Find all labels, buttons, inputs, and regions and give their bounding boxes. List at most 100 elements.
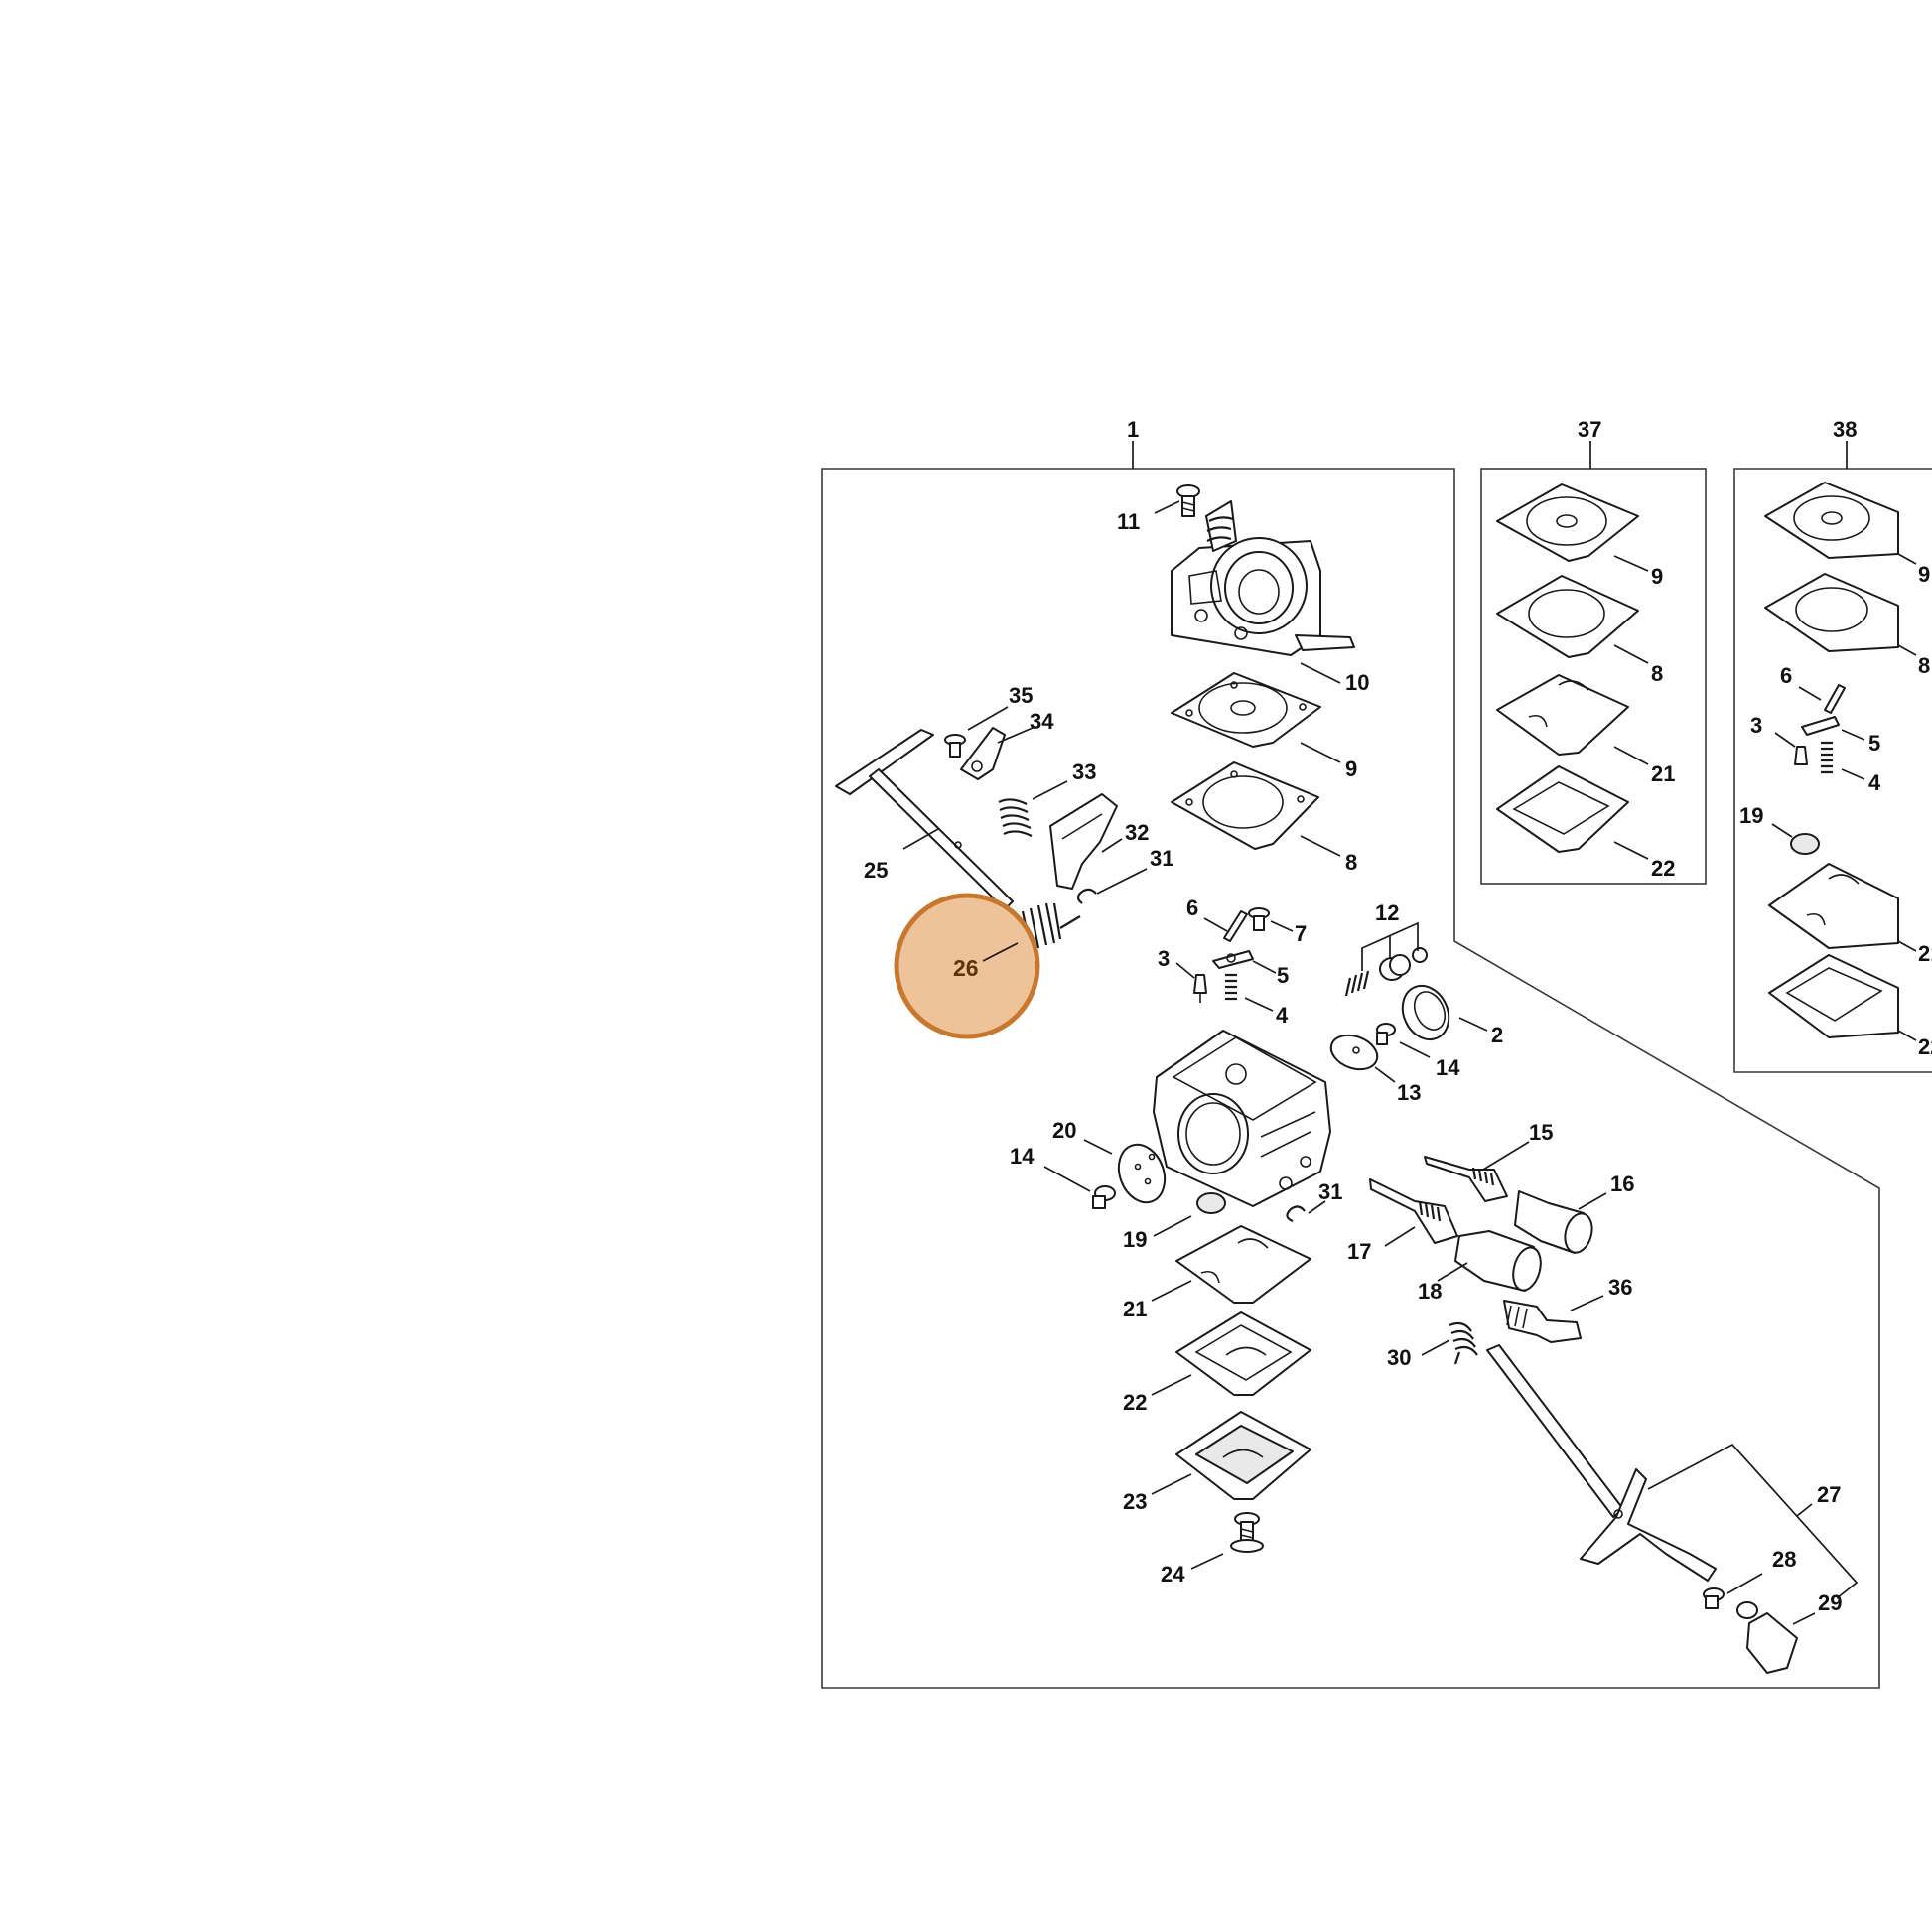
spring-part-33[interactable]	[998, 798, 1033, 837]
kit38-needle-3[interactable]	[1794, 746, 1808, 765]
callout-14[interactable]: 14	[1436, 1055, 1460, 1080]
screw-part-11[interactable]	[1176, 484, 1200, 517]
group-label-37[interactable]: 37	[1578, 417, 1601, 442]
callout-14-lower[interactable]: 14	[1010, 1144, 1035, 1169]
kit38-gasket-22[interactable]	[1768, 954, 1899, 1038]
k37-callout-9[interactable]: 9	[1651, 564, 1663, 589]
carburetor-body[interactable]	[1153, 1030, 1331, 1207]
callout-33[interactable]: 33	[1072, 759, 1096, 784]
limiter-cap-part-18[interactable]	[1454, 1230, 1545, 1294]
limiter-cap-part-16[interactable]	[1514, 1190, 1596, 1256]
jet-set-part-12[interactable]	[1344, 947, 1428, 997]
callout-2[interactable]: 2	[1491, 1023, 1503, 1047]
kit38-diaphragm-21[interactable]	[1768, 863, 1899, 949]
callout-31-lower[interactable]: 31	[1318, 1179, 1342, 1204]
throttle-shaft-part-27[interactable]	[1486, 1344, 1717, 1582]
highlight-marker[interactable]	[894, 893, 1040, 1039]
callout-7[interactable]: 7	[1295, 921, 1307, 946]
throttle-lever-part-32[interactable]	[1049, 793, 1118, 890]
needle-part-3[interactable]	[1193, 974, 1207, 1003]
screw-part-7[interactable]	[1248, 907, 1270, 931]
lever-part-5[interactable]	[1212, 950, 1254, 969]
callout-20[interactable]: 20	[1052, 1118, 1076, 1143]
screw-part-14-lower[interactable]	[1092, 1185, 1116, 1209]
k38-callout-5[interactable]: 5	[1868, 731, 1880, 756]
kit38-diaphragm-9[interactable]	[1764, 482, 1899, 559]
clip-part-31-lower[interactable]	[1286, 1205, 1306, 1223]
callout-5[interactable]: 5	[1277, 963, 1289, 988]
cap-part-36[interactable]	[1503, 1300, 1582, 1343]
cover-part-23[interactable]	[1175, 1411, 1311, 1500]
kit38-gasket-8[interactable]	[1764, 573, 1899, 652]
k38-callout-22[interactable]: 22	[1918, 1035, 1932, 1059]
plate-part-13[interactable]	[1326, 1030, 1382, 1075]
gasket-part-8[interactable]	[1171, 761, 1319, 850]
connector-part-29[interactable]	[1736, 1601, 1798, 1674]
callout-24[interactable]: 24	[1161, 1562, 1185, 1587]
adjusting-screw-part-17[interactable]	[1369, 1178, 1458, 1244]
gasket-part-22[interactable]	[1175, 1311, 1311, 1396]
callout-25[interactable]: 25	[864, 858, 888, 883]
callout-31[interactable]: 31	[1150, 846, 1173, 871]
pin-part-6[interactable]	[1223, 910, 1248, 942]
callout-19[interactable]: 19	[1123, 1227, 1147, 1252]
diaphragm-part-9[interactable]	[1171, 672, 1321, 748]
k38-callout-9[interactable]: 9	[1918, 562, 1930, 587]
spring-part-4[interactable]	[1225, 973, 1237, 1001]
k38-callout-19[interactable]: 19	[1739, 803, 1763, 828]
k37-callout-22[interactable]: 22	[1651, 856, 1675, 881]
screen-part-19[interactable]	[1196, 1192, 1226, 1214]
callout-15[interactable]: 15	[1529, 1120, 1553, 1145]
callout-10[interactable]: 10	[1345, 670, 1369, 695]
callout-4[interactable]: 4	[1276, 1003, 1289, 1028]
lever-part-34[interactable]	[960, 727, 1006, 780]
k38-callout-8[interactable]: 8	[1918, 653, 1930, 678]
group-label-38[interactable]: 38	[1833, 417, 1857, 442]
kit37-diaphragm-9[interactable]	[1496, 483, 1639, 562]
callout-17[interactable]: 17	[1347, 1239, 1371, 1264]
callout-28[interactable]: 28	[1772, 1547, 1796, 1572]
callout-30[interactable]: 30	[1387, 1345, 1411, 1370]
callout-36[interactable]: 36	[1608, 1275, 1632, 1300]
callout-3[interactable]: 3	[1158, 946, 1170, 971]
k38-callout-21[interactable]: 21	[1918, 941, 1932, 966]
callout-8[interactable]: 8	[1345, 850, 1357, 875]
screw-part-24[interactable]	[1230, 1512, 1264, 1553]
screw-part-28[interactable]	[1703, 1587, 1725, 1609]
diaphragm-part-21[interactable]	[1175, 1225, 1311, 1304]
screw-part-14[interactable]	[1376, 1023, 1396, 1045]
callout-23[interactable]: 23	[1123, 1489, 1147, 1514]
callout-6[interactable]: 6	[1186, 896, 1198, 920]
spring-part-30[interactable]	[1449, 1321, 1478, 1365]
callout-12[interactable]: 12	[1375, 900, 1399, 925]
callout-21[interactable]: 21	[1123, 1297, 1147, 1321]
kit38-pin-6[interactable]	[1824, 684, 1846, 714]
k38-callout-4[interactable]: 4	[1868, 770, 1881, 795]
k37-callout-8[interactable]: 8	[1651, 661, 1663, 686]
callout-18[interactable]: 18	[1418, 1279, 1442, 1304]
callout-9[interactable]: 9	[1345, 757, 1357, 781]
screw-part-35[interactable]	[944, 734, 966, 758]
kit38-spring-4[interactable]	[1821, 741, 1833, 774]
k37-callout-21[interactable]: 21	[1651, 761, 1675, 786]
cover-housing-part-10[interactable]	[1171, 500, 1355, 656]
callout-35[interactable]: 35	[1009, 683, 1033, 708]
callout-13[interactable]: 13	[1397, 1080, 1421, 1105]
sleeve-part-2[interactable]	[1394, 978, 1457, 1046]
highlight-label-26[interactable]: 26	[953, 955, 979, 981]
callout-27[interactable]: 27	[1817, 1482, 1841, 1507]
callout-32[interactable]: 32	[1125, 820, 1149, 845]
callout-16[interactable]: 16	[1610, 1172, 1634, 1196]
kit37-gasket-22[interactable]	[1496, 765, 1629, 853]
kit38-screen-19[interactable]	[1790, 833, 1820, 855]
kit38-lever-5[interactable]	[1801, 716, 1840, 736]
plate-part-20[interactable]	[1111, 1138, 1173, 1208]
callout-11[interactable]: 11	[1117, 509, 1140, 534]
adjusting-screw-part-15[interactable]	[1424, 1156, 1508, 1202]
clip-part-31[interactable]	[1076, 888, 1097, 904]
kit37-diaphragm-21[interactable]	[1496, 674, 1629, 756]
k38-callout-6[interactable]: 6	[1780, 663, 1792, 688]
callout-29[interactable]: 29	[1818, 1590, 1842, 1615]
callout-22[interactable]: 22	[1123, 1390, 1147, 1415]
callout-34[interactable]: 34	[1030, 709, 1054, 734]
